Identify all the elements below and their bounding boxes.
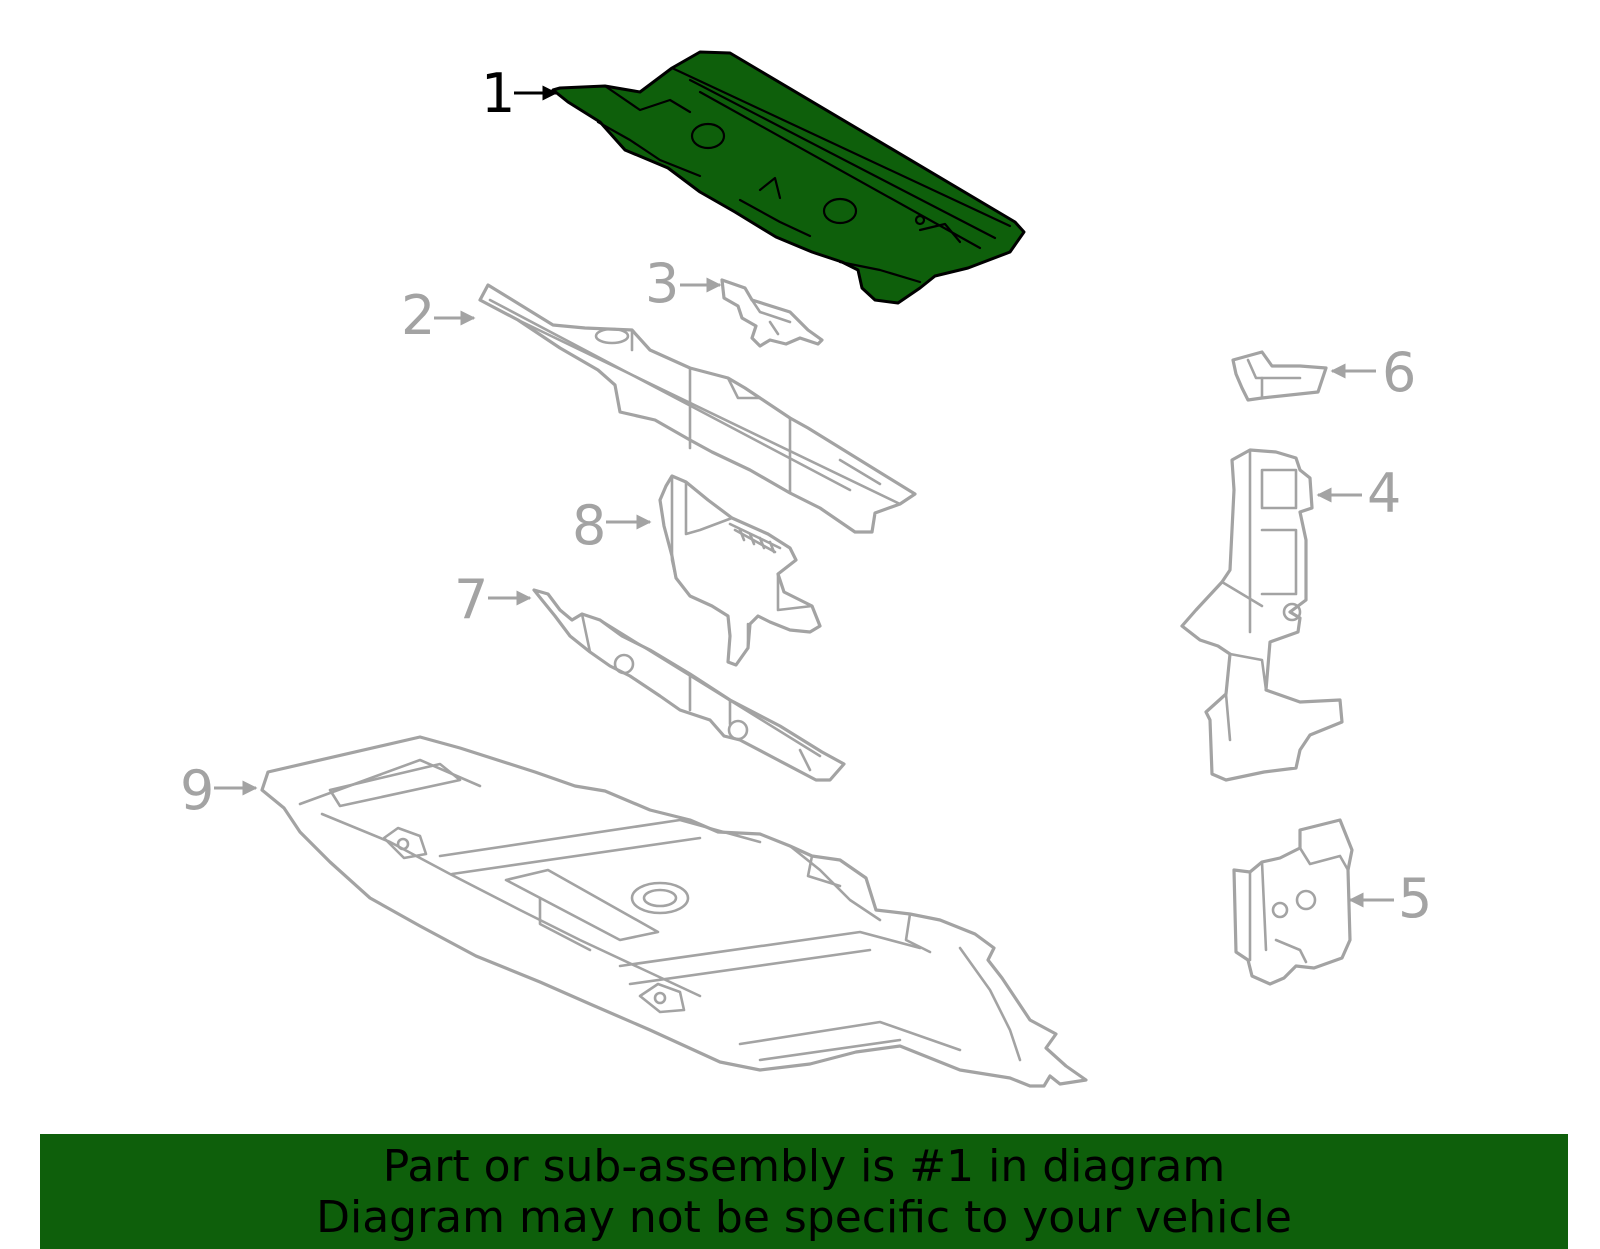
callout-4[interactable]: 4 bbox=[1316, 462, 1401, 525]
callout-5[interactable]: 5 bbox=[1348, 867, 1432, 930]
part-6-bracket[interactable] bbox=[1231, 350, 1328, 402]
callout-3[interactable]: 3 bbox=[645, 252, 722, 315]
callout-2[interactable]: 2 bbox=[401, 284, 476, 347]
callout-4-label: 4 bbox=[1367, 462, 1401, 525]
callout-7[interactable]: 7 bbox=[454, 568, 532, 631]
part-8-duct[interactable] bbox=[658, 474, 822, 667]
banner-line-1: Part or sub-assembly is #1 in diagram bbox=[382, 1140, 1226, 1192]
part-3-clip[interactable] bbox=[720, 278, 824, 348]
callout-8[interactable]: 8 bbox=[572, 494, 652, 557]
callout-7-label: 7 bbox=[454, 568, 488, 631]
part-1-upper-cover[interactable] bbox=[551, 50, 1026, 305]
banner-line-2: Diagram may not be specific to your vehi… bbox=[316, 1191, 1292, 1243]
callout-6[interactable]: 6 bbox=[1330, 341, 1416, 404]
callout-5-label: 5 bbox=[1398, 867, 1432, 930]
callout-9-label: 9 bbox=[180, 759, 214, 822]
info-banner: Part or sub-assembly is #1 in diagram Di… bbox=[40, 1134, 1568, 1249]
callout-3-label: 3 bbox=[645, 252, 679, 315]
callout-1[interactable]: 1 bbox=[481, 62, 558, 125]
part-4-side-panel[interactable] bbox=[1180, 448, 1344, 782]
parts-diagram: 1 2 3 6 bbox=[180, 50, 1432, 1088]
callout-2-label: 2 bbox=[401, 284, 435, 347]
callout-8-label: 8 bbox=[572, 494, 606, 557]
callout-6-label: 6 bbox=[1382, 341, 1416, 404]
callout-1-label: 1 bbox=[481, 62, 515, 125]
part-2-bracket[interactable] bbox=[478, 283, 917, 534]
part-7-lower-bracket[interactable] bbox=[532, 588, 846, 782]
callout-9[interactable]: 9 bbox=[180, 759, 258, 822]
part-5-side-bracket[interactable] bbox=[1232, 818, 1354, 986]
part-9-underbody-shield[interactable] bbox=[260, 735, 1088, 1088]
